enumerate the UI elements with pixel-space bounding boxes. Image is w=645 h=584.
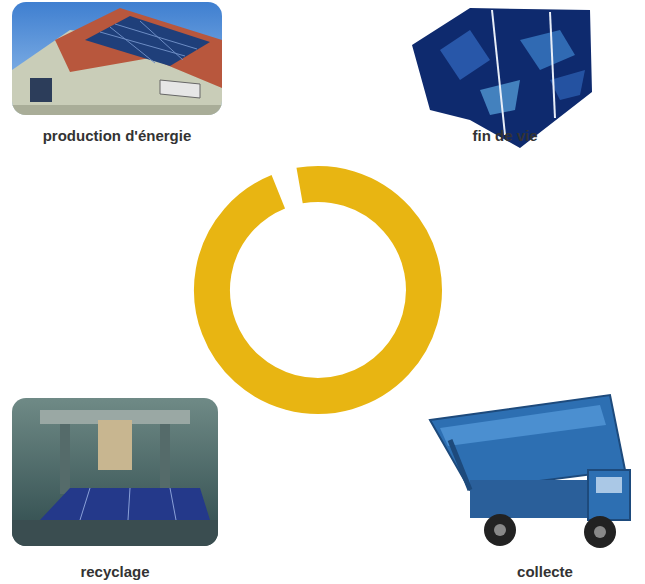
recycling-photo <box>12 398 218 546</box>
stage-label: recyclage <box>80 563 149 581</box>
truck-photo <box>430 395 630 548</box>
caption-node: recyclage <box>76 562 153 582</box>
stage-label: collecte <box>517 563 573 581</box>
broken-cell-photo <box>412 8 592 148</box>
caption-node: production d'énergie <box>39 126 196 146</box>
caption-node: fin de vie <box>468 126 541 146</box>
cycle-ring <box>212 184 424 396</box>
caption-node: collecte <box>513 562 577 582</box>
house-photo <box>12 2 222 115</box>
stage-label: fin de vie <box>472 127 537 145</box>
stage-label: production d'énergie <box>43 127 192 145</box>
